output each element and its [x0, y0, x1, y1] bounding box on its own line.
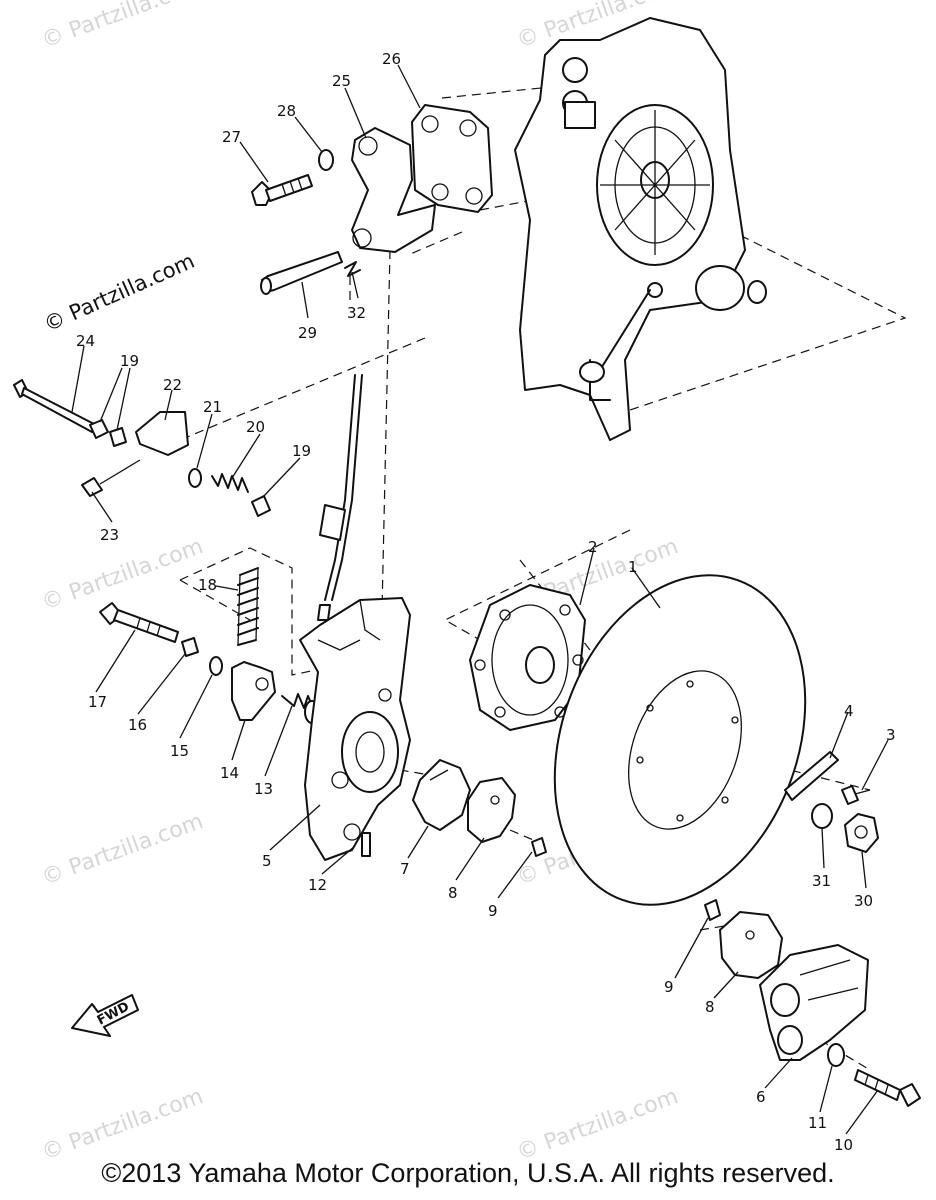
callout-11: 11 [808, 1114, 827, 1132]
part-3-bolt [841, 785, 871, 805]
callout-14: 14 [220, 764, 239, 782]
watermark-text: © Partzilla.com [39, 809, 207, 891]
callout-9: 9 [488, 902, 498, 920]
part-17-bolt [99, 602, 179, 643]
part-7-brake-pad [412, 759, 471, 831]
part-20-spring [211, 473, 249, 493]
part-29-pin [260, 251, 343, 295]
callout-17: 17 [88, 693, 107, 711]
callout-19: 19 [120, 352, 139, 370]
callout-3: 3 [886, 726, 896, 744]
callout-labels: 27 28 25 26 29 32 24 19 22 21 20 19 23 1… [76, 50, 896, 1154]
throttle-cable [317, 374, 363, 621]
callout-7: 7 [400, 860, 410, 878]
callout-28: 28 [277, 102, 296, 120]
callout-1: 1 [628, 558, 638, 576]
part-4-link [784, 751, 839, 801]
part-8-brake-pad [719, 911, 783, 979]
callout-26: 26 [382, 50, 401, 68]
part-10-bolt [854, 1069, 921, 1107]
copyright-notice: ©2013 Yamaha Motor Corporation, U.S.A. A… [101, 1158, 835, 1188]
fwd-direction-arrow: FWD [71, 994, 139, 1037]
part-19-nut [251, 495, 271, 517]
callout-31: 31 [812, 872, 831, 890]
part-11-washer [827, 1043, 845, 1067]
callout-22: 22 [163, 376, 182, 394]
part-15-washer [209, 656, 223, 676]
part-8-brake-pad [467, 777, 516, 843]
callout-6: 6 [756, 1088, 766, 1106]
callout-15: 15 [170, 742, 189, 760]
callout-leader-lines [71, 64, 889, 1135]
part-18-spring [237, 567, 259, 646]
part-5-caliper-housing [299, 597, 411, 861]
part-21-washer [188, 468, 202, 488]
callout-8: 8 [448, 884, 458, 902]
callout-4: 4 [844, 702, 854, 720]
part-25-bracket [351, 127, 436, 253]
part-23-bolt [81, 459, 141, 497]
engine-crankcase [514, 17, 767, 441]
part-1-brake-disc [553, 574, 807, 906]
callout-25: 25 [332, 72, 351, 90]
callout-20: 20 [246, 418, 265, 436]
callout-27: 27 [222, 128, 241, 146]
callout-10: 10 [834, 1136, 853, 1154]
callout-2: 2 [588, 538, 598, 556]
callout-18: 18 [198, 576, 217, 594]
watermark-text: © Partzilla.com [40, 249, 198, 337]
callout-8: 8 [705, 998, 715, 1016]
part-28-washer [318, 149, 334, 171]
part-22-bracket [135, 411, 189, 456]
part-27-bolt [251, 174, 313, 206]
part-26-mounting-plate [411, 104, 493, 213]
part-16-nut [181, 637, 199, 657]
callout-9: 9 [664, 978, 674, 996]
callout-12: 12 [308, 876, 327, 894]
watermark-text: © Partzilla.com [39, 1084, 207, 1166]
callout-32: 32 [347, 304, 366, 322]
watermark-text: © Partzilla.com [39, 534, 207, 616]
part-6-caliper-housing [759, 944, 869, 1061]
part-9-screw [704, 899, 721, 921]
part-12-pin [361, 832, 371, 857]
part-9-screw [531, 837, 547, 857]
callout-29: 29 [298, 324, 317, 342]
callout-30: 30 [854, 892, 873, 910]
callout-23: 23 [100, 526, 119, 544]
callout-19: 19 [292, 442, 311, 460]
watermark-text: © Partzilla.com [514, 1084, 682, 1166]
callout-16: 16 [128, 716, 147, 734]
part-24-bolt [13, 379, 97, 433]
part-19-nut [109, 427, 127, 447]
callout-13: 13 [254, 780, 273, 798]
part-31-washer [811, 803, 833, 829]
part-19-nut [89, 419, 109, 439]
callout-21: 21 [203, 398, 222, 416]
callout-24: 24 [76, 332, 95, 350]
part-32-clip [344, 261, 361, 277]
part-14-lever [231, 661, 276, 721]
callout-5: 5 [262, 852, 272, 870]
part-30-nut [844, 813, 879, 853]
watermark-text: © Partzilla.com [39, 0, 207, 54]
